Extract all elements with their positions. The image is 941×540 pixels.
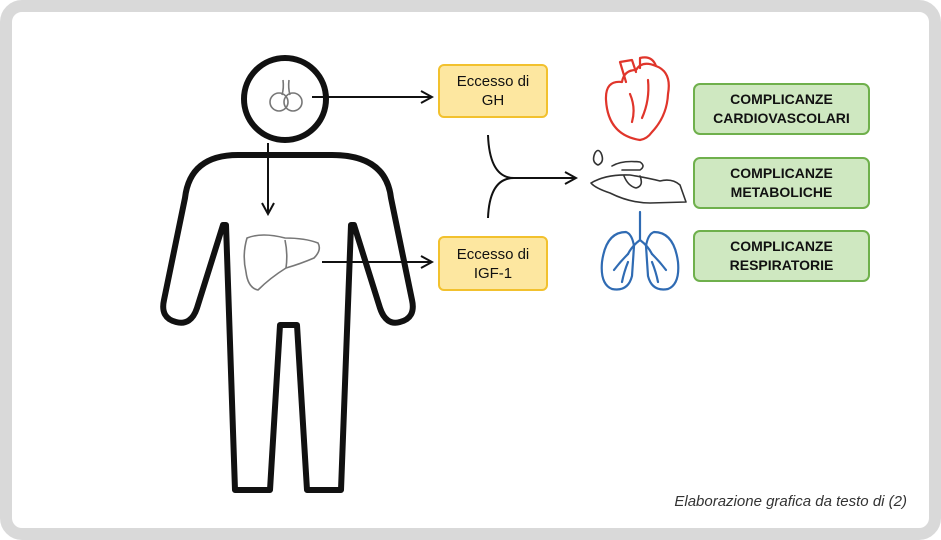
heart-icon (604, 56, 670, 142)
excess-igf1-box: Eccesso di IGF-1 (438, 236, 548, 291)
pituitary-gland-icon (269, 79, 303, 112)
glucose-test-hand-icon (590, 149, 687, 204)
excess-igf1-line-1: Eccesso di (456, 245, 530, 263)
liver-icon (243, 234, 321, 291)
excess-gh-box: Eccesso di GH (438, 64, 548, 118)
complication-respiratory-box: COMPLICANZE RESPIRATORIE (693, 230, 870, 282)
complication-cardio-line-1: COMPLICANZE (730, 91, 833, 107)
complication-cardio-box: COMPLICANZE CARDIOVASCOLARI (693, 83, 870, 135)
excess-igf1-line-2: IGF-1 (473, 264, 513, 282)
source-caption: Elaborazione grafica da testo di (2) (674, 493, 907, 510)
complication-metabolic-line-2: METABOLICHE (730, 184, 833, 200)
excess-gh-line-2: GH (481, 92, 505, 109)
complication-metabolic-box: COMPLICANZE METABOLICHE (693, 157, 870, 209)
complication-metabolic-line-1: COMPLICANZE (730, 165, 833, 181)
complication-cardio-line-2: CARDIOVASCOLARI (713, 110, 850, 126)
excess-gh-line-1: Eccesso di (456, 73, 530, 90)
lungs-icon (600, 210, 680, 291)
arrow-merge-to-complications (487, 134, 575, 219)
complication-respiratory-line-2: RESPIRATORIE (729, 257, 834, 273)
complication-respiratory-line-1: COMPLICANZE (730, 238, 833, 254)
human-body-outline-icon (160, 55, 416, 493)
